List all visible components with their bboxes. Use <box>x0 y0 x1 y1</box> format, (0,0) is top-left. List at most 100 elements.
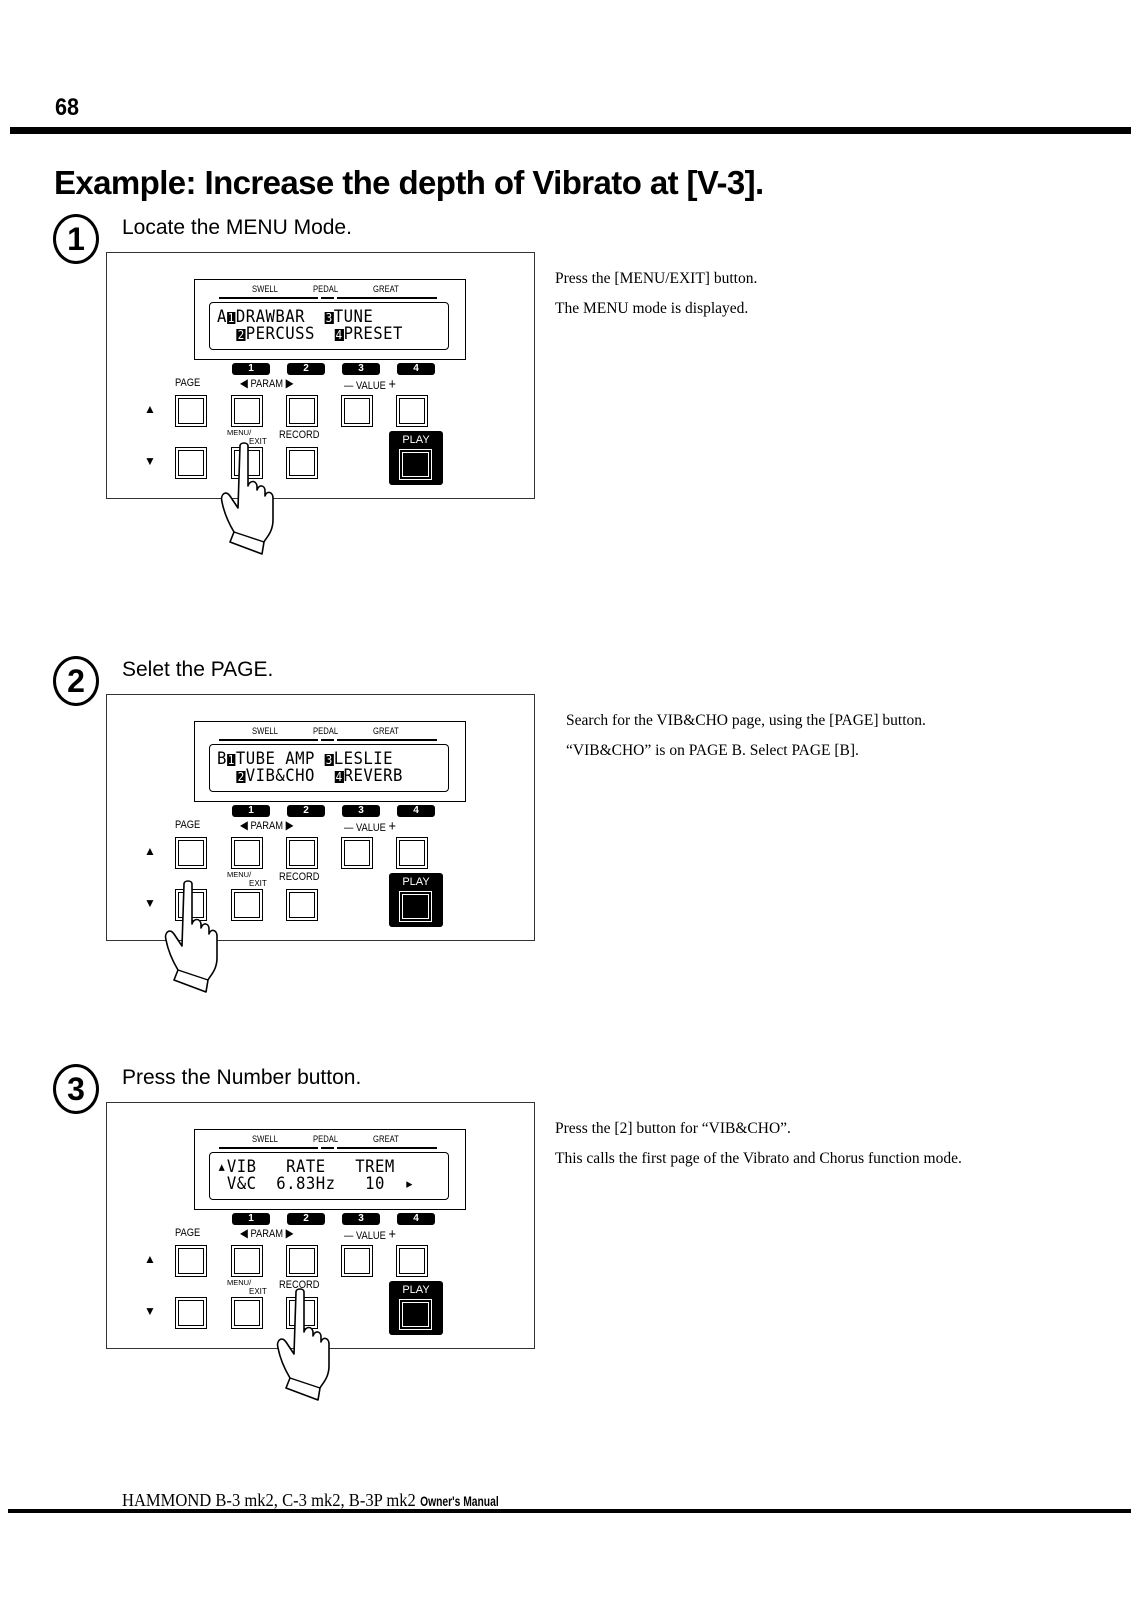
menu-exit-button[interactable] <box>231 889 263 921</box>
lcd-number-badge: 1 <box>226 311 236 325</box>
lcd-text-segment: REVERB <box>343 766 403 786</box>
menu-exit-button[interactable] <box>231 1297 263 1329</box>
play-button-group: PLAY <box>389 431 443 485</box>
param-left-icon: ◀ <box>240 818 248 832</box>
lcd-number-badge: 3 <box>324 753 334 767</box>
pedal-label: PEDAL <box>313 726 339 736</box>
footer-rule <box>8 1509 1131 1513</box>
swell-line <box>219 297 318 299</box>
play-label: PLAY <box>402 876 430 888</box>
plus-icon: + <box>388 376 396 393</box>
swell-label: SWELL <box>252 284 278 294</box>
param-right-button[interactable] <box>286 1245 318 1277</box>
page-up-button[interactable] <box>175 1245 207 1277</box>
menu-label: MENU/ <box>227 870 252 879</box>
play-button[interactable] <box>399 449 432 480</box>
pedal-label: PEDAL <box>313 284 339 294</box>
great-line <box>337 739 437 741</box>
number-key-2: 2 <box>287 363 325 375</box>
step-number-badge: 1 <box>53 214 99 264</box>
menu-label: MENU/ <box>227 428 252 437</box>
play-button[interactable] <box>399 1299 432 1330</box>
lcd-text-segment: B <box>217 749 227 769</box>
lcd-line-2: V&C 6.83Hz 10 ▸ <box>217 1174 415 1194</box>
lcd-number-badge: 4 <box>334 328 344 342</box>
number-key-1: 1 <box>232 1213 270 1225</box>
lcd-display: SWELL PEDAL GREAT A1DRAWBAR 3TUNE 2PERCU… <box>194 279 466 360</box>
up-arrow-icon: ▲ <box>144 1252 156 1266</box>
lcd-text-segment: TUNE <box>333 307 374 327</box>
page-down-button[interactable] <box>175 1297 207 1329</box>
page-up-button[interactable] <box>175 395 207 427</box>
value-minus-button[interactable] <box>341 395 373 427</box>
lcd-text-segment: VIB&CHO <box>245 766 335 786</box>
menu-exit-button[interactable] <box>231 447 263 479</box>
header-rule <box>10 127 1131 134</box>
value-plus-button[interactable] <box>396 395 428 427</box>
record-button[interactable] <box>286 1297 318 1329</box>
exit-label: EXIT <box>249 437 267 446</box>
lcd-line-2: 2PERCUSS 4PRESET <box>217 324 403 344</box>
up-arrow-icon: ▲ <box>144 402 156 416</box>
step-description-1: Press the [2] button for “VIB&CHO”. <box>555 1120 791 1137</box>
up-arrow-icon: ▲ <box>144 844 156 858</box>
number-key-2: 2 <box>287 805 325 817</box>
record-label: RECORD <box>279 429 320 441</box>
step-description-1: Press the [MENU/EXIT] button. <box>555 270 758 287</box>
page-number: 68 <box>55 94 80 121</box>
value-plus-button[interactable] <box>396 837 428 869</box>
play-button[interactable] <box>399 891 432 922</box>
plus-icon: + <box>388 1226 396 1243</box>
control-panel-illustration: SWELL PEDAL GREAT ▴VIB RATE TREM V&C 6.8… <box>106 1102 535 1349</box>
swell-line <box>219 739 318 741</box>
number-key-1: 1 <box>232 363 270 375</box>
value-minus-button[interactable] <box>341 837 373 869</box>
play-label: PLAY <box>402 434 430 446</box>
step-number: 2 <box>67 662 85 699</box>
play-label: PLAY <box>402 1284 430 1296</box>
number-key-3: 3 <box>342 1213 380 1225</box>
value-minus-button[interactable] <box>341 1245 373 1277</box>
step-number: 1 <box>67 220 85 257</box>
step-description-2: This calls the first page of the Vibrato… <box>555 1150 962 1167</box>
number-key-3: 3 <box>342 363 380 375</box>
page-up-button[interactable] <box>175 837 207 869</box>
page-label: PAGE <box>175 1227 201 1239</box>
param-left-button[interactable] <box>231 395 263 427</box>
page-label: PAGE <box>175 819 201 831</box>
lcd-line-1: B1TUBE AMP 3LESLIE <box>217 749 393 769</box>
page-down-button[interactable] <box>175 889 207 921</box>
page-down-button[interactable] <box>175 447 207 479</box>
lcd-text-segment: DRAWBAR <box>235 307 325 327</box>
lcd-screen: ▴VIB RATE TREM V&C 6.83Hz 10 ▸ <box>209 1152 449 1200</box>
param-left-button[interactable] <box>231 837 263 869</box>
record-button[interactable] <box>286 889 318 921</box>
value-label: — VALUE + <box>344 1226 396 1243</box>
down-arrow-icon: ▼ <box>144 454 156 468</box>
param-label: ◀ PARAM ▶ <box>240 818 294 832</box>
control-panel-illustration: SWELL PEDAL GREAT A1DRAWBAR 3TUNE 2PERCU… <box>106 252 535 499</box>
swell-line <box>219 1147 318 1149</box>
lcd-text-segment <box>217 766 237 786</box>
param-left-button[interactable] <box>231 1245 263 1277</box>
pedal-line <box>321 1147 334 1149</box>
menu-label: MENU/ <box>227 1278 252 1287</box>
lcd-number-badge: 1 <box>226 753 236 767</box>
lcd-number-badge: 2 <box>236 328 246 342</box>
step-description-2: The MENU mode is displayed. <box>555 300 749 317</box>
lcd-text-segment <box>217 324 237 344</box>
pedal-line <box>321 297 334 299</box>
param-right-button[interactable] <box>286 395 318 427</box>
great-line <box>337 1147 437 1149</box>
number-key-4: 4 <box>397 363 435 375</box>
lcd-number-badge: 4 <box>334 770 344 784</box>
lcd-display: SWELL PEDAL GREAT B1TUBE AMP 3LESLIE 2VI… <box>194 721 466 802</box>
lcd-line-2: 2VIB&CHO 4REVERB <box>217 766 403 786</box>
param-right-button[interactable] <box>286 837 318 869</box>
page-label: PAGE <box>175 377 201 389</box>
step-number-badge: 3 <box>53 1064 99 1114</box>
value-plus-button[interactable] <box>396 1245 428 1277</box>
lcd-text-segment: PRESET <box>343 324 403 344</box>
down-arrow-icon: ▼ <box>144 896 156 910</box>
record-button[interactable] <box>286 447 318 479</box>
